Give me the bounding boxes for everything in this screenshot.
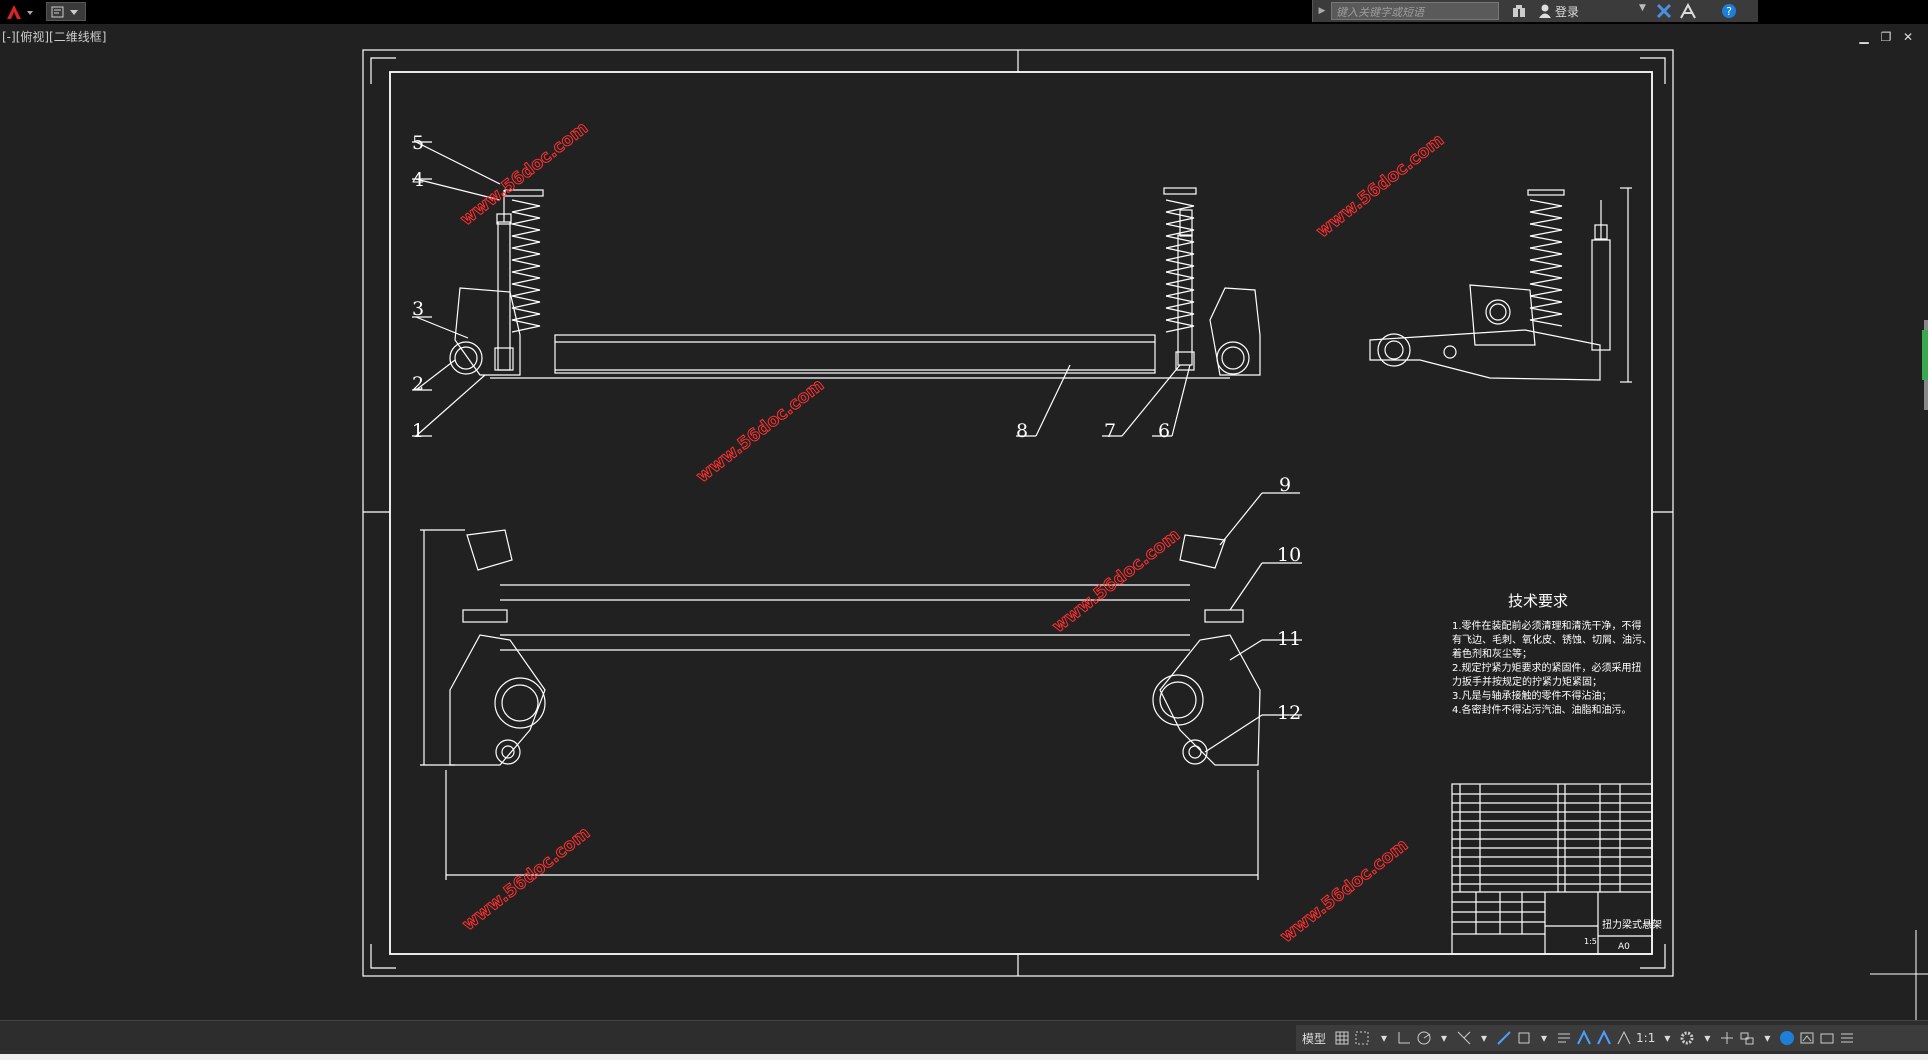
top-view (420, 492, 1302, 880)
ortho-icon[interactable] (1396, 1027, 1412, 1049)
drawing-scale: 1:5 (1584, 937, 1597, 946)
tech-line: 有飞边、毛刺、氧化皮、锈蚀、切屑、油污、 (1452, 633, 1652, 646)
close-icon[interactable]: ✕ (1902, 30, 1914, 44)
selection-cycling-icon[interactable] (1516, 1027, 1532, 1049)
user-icon[interactable] (1537, 3, 1553, 19)
quick-access-toolbar[interactable] (46, 2, 86, 21)
balloon-7: 7 (1104, 420, 1116, 442)
expand-arrow-icon[interactable]: ▶ (1318, 6, 1326, 16)
binoculars-icon[interactable] (1511, 3, 1527, 19)
snap-icon[interactable] (1354, 1027, 1372, 1049)
annotation-scale[interactable]: 1:1 (1636, 1031, 1656, 1045)
navigation-bar-tab[interactable] (1922, 330, 1928, 380)
login-label[interactable]: 登录 (1555, 5, 1580, 19)
tech-line: 力扳手并按规定的拧紧力矩紧固； (1452, 675, 1602, 688)
osnap-tracking-icon[interactable] (1456, 1027, 1472, 1049)
balloon-2: 2 (412, 373, 424, 395)
drawing-name: 扭力梁式悬架 (1602, 918, 1662, 931)
title-block-text: 扭力梁式悬架 A0 1:5 (1584, 918, 1662, 952)
balloon-12: 12 (1277, 702, 1301, 724)
help-icon[interactable]: ? (1721, 3, 1739, 19)
sheet-size: A0 (1618, 942, 1630, 952)
chevron-down-icon[interactable]: ▾ (1481, 1031, 1488, 1045)
drawing-window-controls: ▁ ❐ ✕ (1856, 30, 1926, 46)
tech-line: 1.零件在装配前必须清理和清洗干净，不得 (1452, 619, 1642, 632)
lineweight-icon[interactable] (1496, 1027, 1512, 1049)
polar-icon[interactable] (1416, 1027, 1432, 1049)
info-center: ▶ 键入关键字或短语 登录 ▼ ? (1312, 0, 1758, 22)
title-block (1451, 783, 1653, 955)
balloon-6: 6 (1158, 420, 1170, 442)
front-view (412, 141, 1261, 437)
status-bar-tools: 模型 ▾ ▾ ▾ ▾ 1:1 ▾ ▾ ▾ (1296, 1025, 1928, 1051)
isolate-objects-icon[interactable] (1779, 1027, 1795, 1049)
customize-icon (51, 6, 78, 17)
workspace-gear-icon[interactable] (1679, 1027, 1695, 1049)
balloon-1: 1 (412, 420, 424, 442)
grid-icon[interactable] (1334, 1027, 1350, 1049)
viewport-controls-label[interactable]: [-][俯视][二维线框] (2, 30, 107, 44)
sheet-outer-border (362, 49, 1674, 977)
cursor-crosshair (1870, 930, 1928, 1020)
tech-line: 4.各密封件不得沾污汽油、油脂和油污。 (1452, 703, 1632, 716)
search-input[interactable]: 键入关键字或短语 (1331, 2, 1499, 20)
menu-icon[interactable] (1839, 1027, 1855, 1049)
chevron-down-icon[interactable]: ▾ (1704, 1031, 1711, 1045)
watermark: www.56doc.com (1277, 835, 1412, 947)
watermarks: www.56doc.com www.56doc.com www.56doc.co… (456, 118, 1448, 948)
sheet-inner-border (389, 71, 1653, 955)
balloon-11: 11 (1277, 628, 1301, 650)
tech-line: 2.规定拧紧力矩要求的紧固件，必须采用扭 (1452, 661, 1642, 674)
application-menu-button[interactable] (2, 2, 42, 21)
chevron-down-icon[interactable]: ▾ (1441, 1031, 1448, 1045)
annotation-visibility-icon[interactable] (1576, 1027, 1592, 1049)
balloon-10: 10 (1277, 544, 1301, 566)
title-bar: ▶ 键入关键字或短语 登录 ▼ ? (0, 0, 1928, 24)
exchange-apps-icon[interactable] (1655, 3, 1673, 19)
auto-scale-icon[interactable] (1596, 1027, 1612, 1049)
restore-icon[interactable]: ❐ (1880, 30, 1892, 44)
balloon-4: 4 (412, 169, 424, 191)
chevron-down-icon[interactable]: ▾ (1541, 1031, 1548, 1045)
units-icon[interactable] (1739, 1027, 1755, 1049)
chevron-down-icon[interactable]: ▾ (1381, 1031, 1388, 1045)
watermark: www.56doc.com (1049, 525, 1184, 637)
drawing-canvas[interactable]: 5 4 3 2 1 8 7 6 9 10 11 12 技术要求 1.零件在装配前… (0, 0, 1928, 1020)
balloon-labels: 5 4 3 2 1 8 7 6 9 10 11 12 (412, 132, 1301, 724)
clean-screen-icon[interactable] (1819, 1027, 1835, 1049)
tech-title: 技术要求 (1508, 592, 1568, 610)
balloon-3: 3 (412, 298, 424, 320)
chevron-down-icon[interactable]: ▼ (1639, 3, 1646, 13)
side-view (1369, 187, 1632, 383)
chevron-down-icon[interactable]: ▾ (1764, 1031, 1771, 1045)
balloon-8: 8 (1016, 420, 1028, 442)
bottom-edge (0, 1054, 1928, 1060)
model-tab[interactable]: 模型 (1302, 1031, 1327, 1046)
plus-icon[interactable] (1719, 1027, 1735, 1049)
chevron-down-icon[interactable]: ▾ (1664, 1031, 1671, 1045)
watermark: www.56doc.com (457, 118, 592, 230)
minimize-icon[interactable]: ▁ (1859, 30, 1869, 44)
autocad-logo-icon (7, 4, 33, 19)
hardware-acceleration-icon[interactable] (1799, 1027, 1815, 1049)
annotation-scale-icon[interactable] (1616, 1027, 1632, 1049)
watermark: www.56doc.com (1313, 130, 1448, 242)
status-bar: 模型 ▾ ▾ ▾ ▾ 1:1 ▾ ▾ ▾ (0, 1020, 1928, 1055)
tech-line: 着色剂和灰尘等； (1452, 647, 1532, 660)
watermark: www.56doc.com (693, 375, 828, 487)
watermark: www.56doc.com (459, 823, 594, 935)
technical-requirements: 技术要求 1.零件在装配前必须清理和清洗干净，不得 有飞边、毛刺、氧化皮、锈蚀、… (1452, 592, 1652, 716)
tech-line: 3.凡是与轴承接触的零件不得沾油； (1452, 689, 1612, 702)
autodesk-a360-icon[interactable] (1679, 3, 1697, 19)
properties-icon[interactable] (1556, 1027, 1572, 1049)
balloon-5: 5 (412, 132, 424, 154)
balloon-9: 9 (1279, 474, 1291, 496)
svg-text:?: ? (1726, 5, 1732, 18)
